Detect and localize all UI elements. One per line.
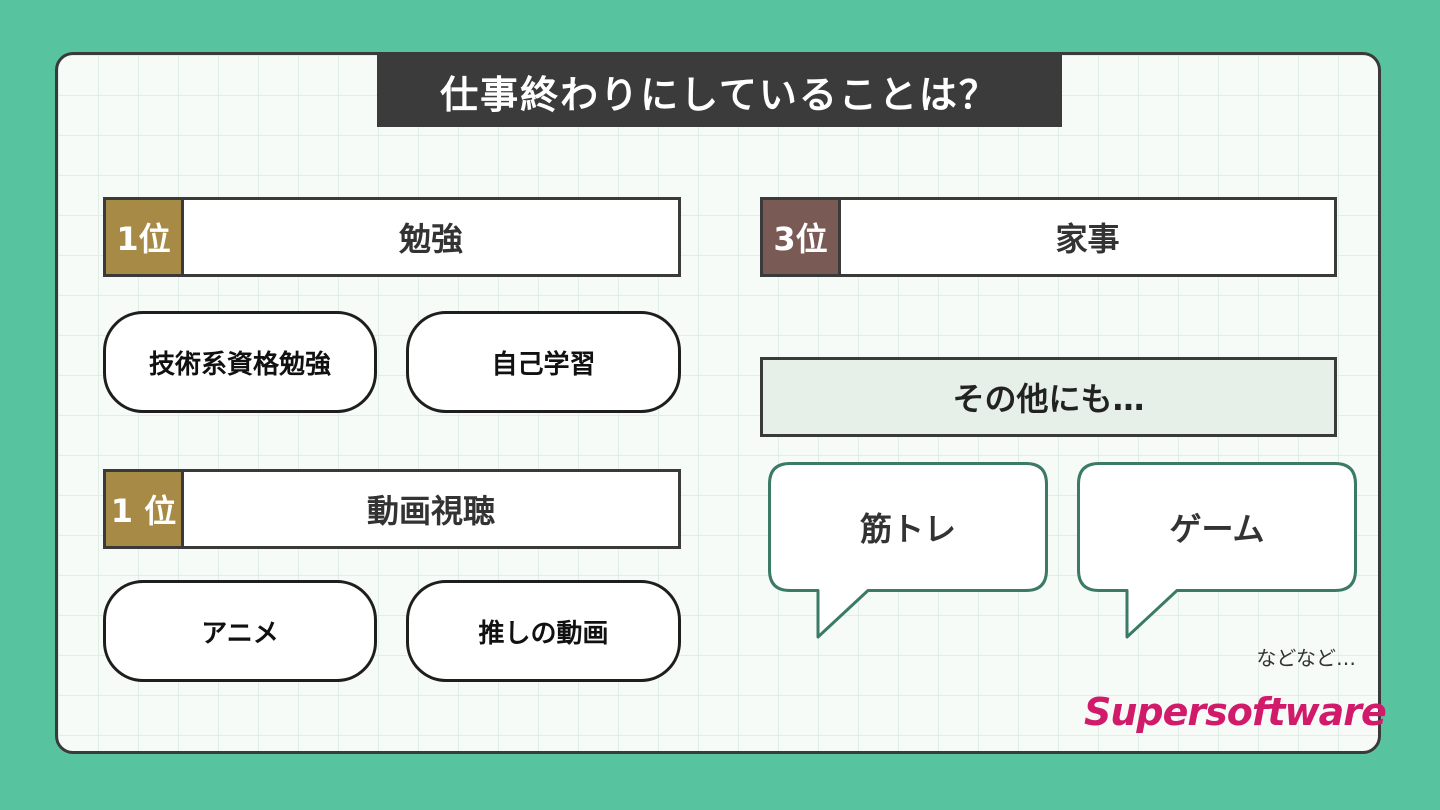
item-pill: アニメ [103,580,377,682]
speech-bubble: ゲーム [1077,462,1357,642]
others-heading: その他にも… [760,357,1337,437]
etc-note: などなど… [1256,646,1356,670]
page-title: 仕事終わりにしていることは？ [377,55,1062,127]
speech-bubble-shape [1077,462,1357,639]
rank-row-housework: 3位 家事 [760,197,1337,277]
item-pill: 自己学習 [406,311,681,413]
item-pill: 推しの動画 [406,580,681,682]
rank-label: 勉強 [398,220,463,258]
rank-badge: 1位 [106,200,184,274]
rank-label: 動画視聴 [366,492,495,530]
rank-badge: 1 位 [106,472,184,546]
rank-label: 家事 [1055,220,1120,258]
item-pill: 技術系資格勉強 [103,311,377,413]
bubble-label: 筋トレ [859,510,956,548]
brand-logo: Supersoftware [1084,690,1387,734]
rank-row-study: 1位 勉強 [103,197,681,277]
rank-row-video: 1 位 動画視聴 [103,469,681,549]
speech-bubble: 筋トレ [768,462,1048,642]
speech-bubble-shape [768,462,1048,639]
rank-badge: 3位 [763,200,841,274]
bubble-label: ゲーム [1169,510,1265,548]
